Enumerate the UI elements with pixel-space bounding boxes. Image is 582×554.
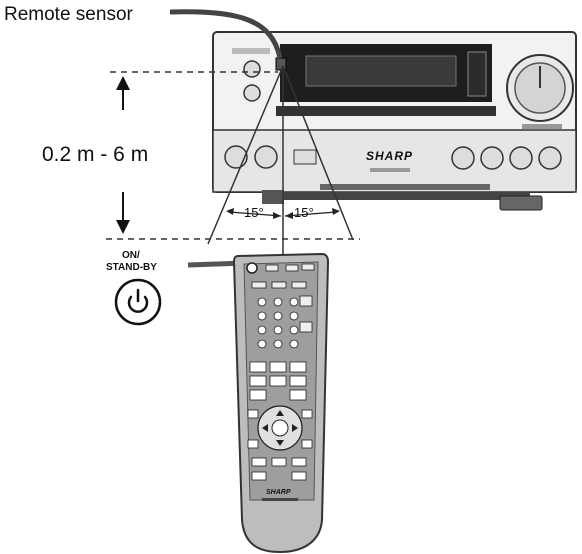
distance-range-label: 0.2 m - 6 m (42, 143, 148, 166)
reception-angle-lines (207, 65, 354, 258)
remote-sensor-label: Remote sensor (4, 4, 134, 25)
unit-brand-logo: SHARP (366, 149, 413, 163)
stereo-unit-icon: SHARP (212, 31, 577, 211)
on-standby-label-line1: ON/ (122, 250, 140, 261)
on-standby-label-line2: STAND-BY (106, 262, 157, 273)
remote-brand-logo: SHARP (266, 489, 291, 496)
power-icon (114, 278, 162, 326)
distance-arrow-down-icon (116, 192, 130, 234)
remote-sensor-leader-line (169, 9, 283, 59)
angle-left-label: 15° (244, 205, 264, 220)
remote-control-icon: SHARP (232, 252, 330, 554)
angle-right-label: 15° (294, 205, 314, 220)
angle-arrows (226, 208, 340, 219)
distance-arrow-up-icon (116, 76, 130, 110)
